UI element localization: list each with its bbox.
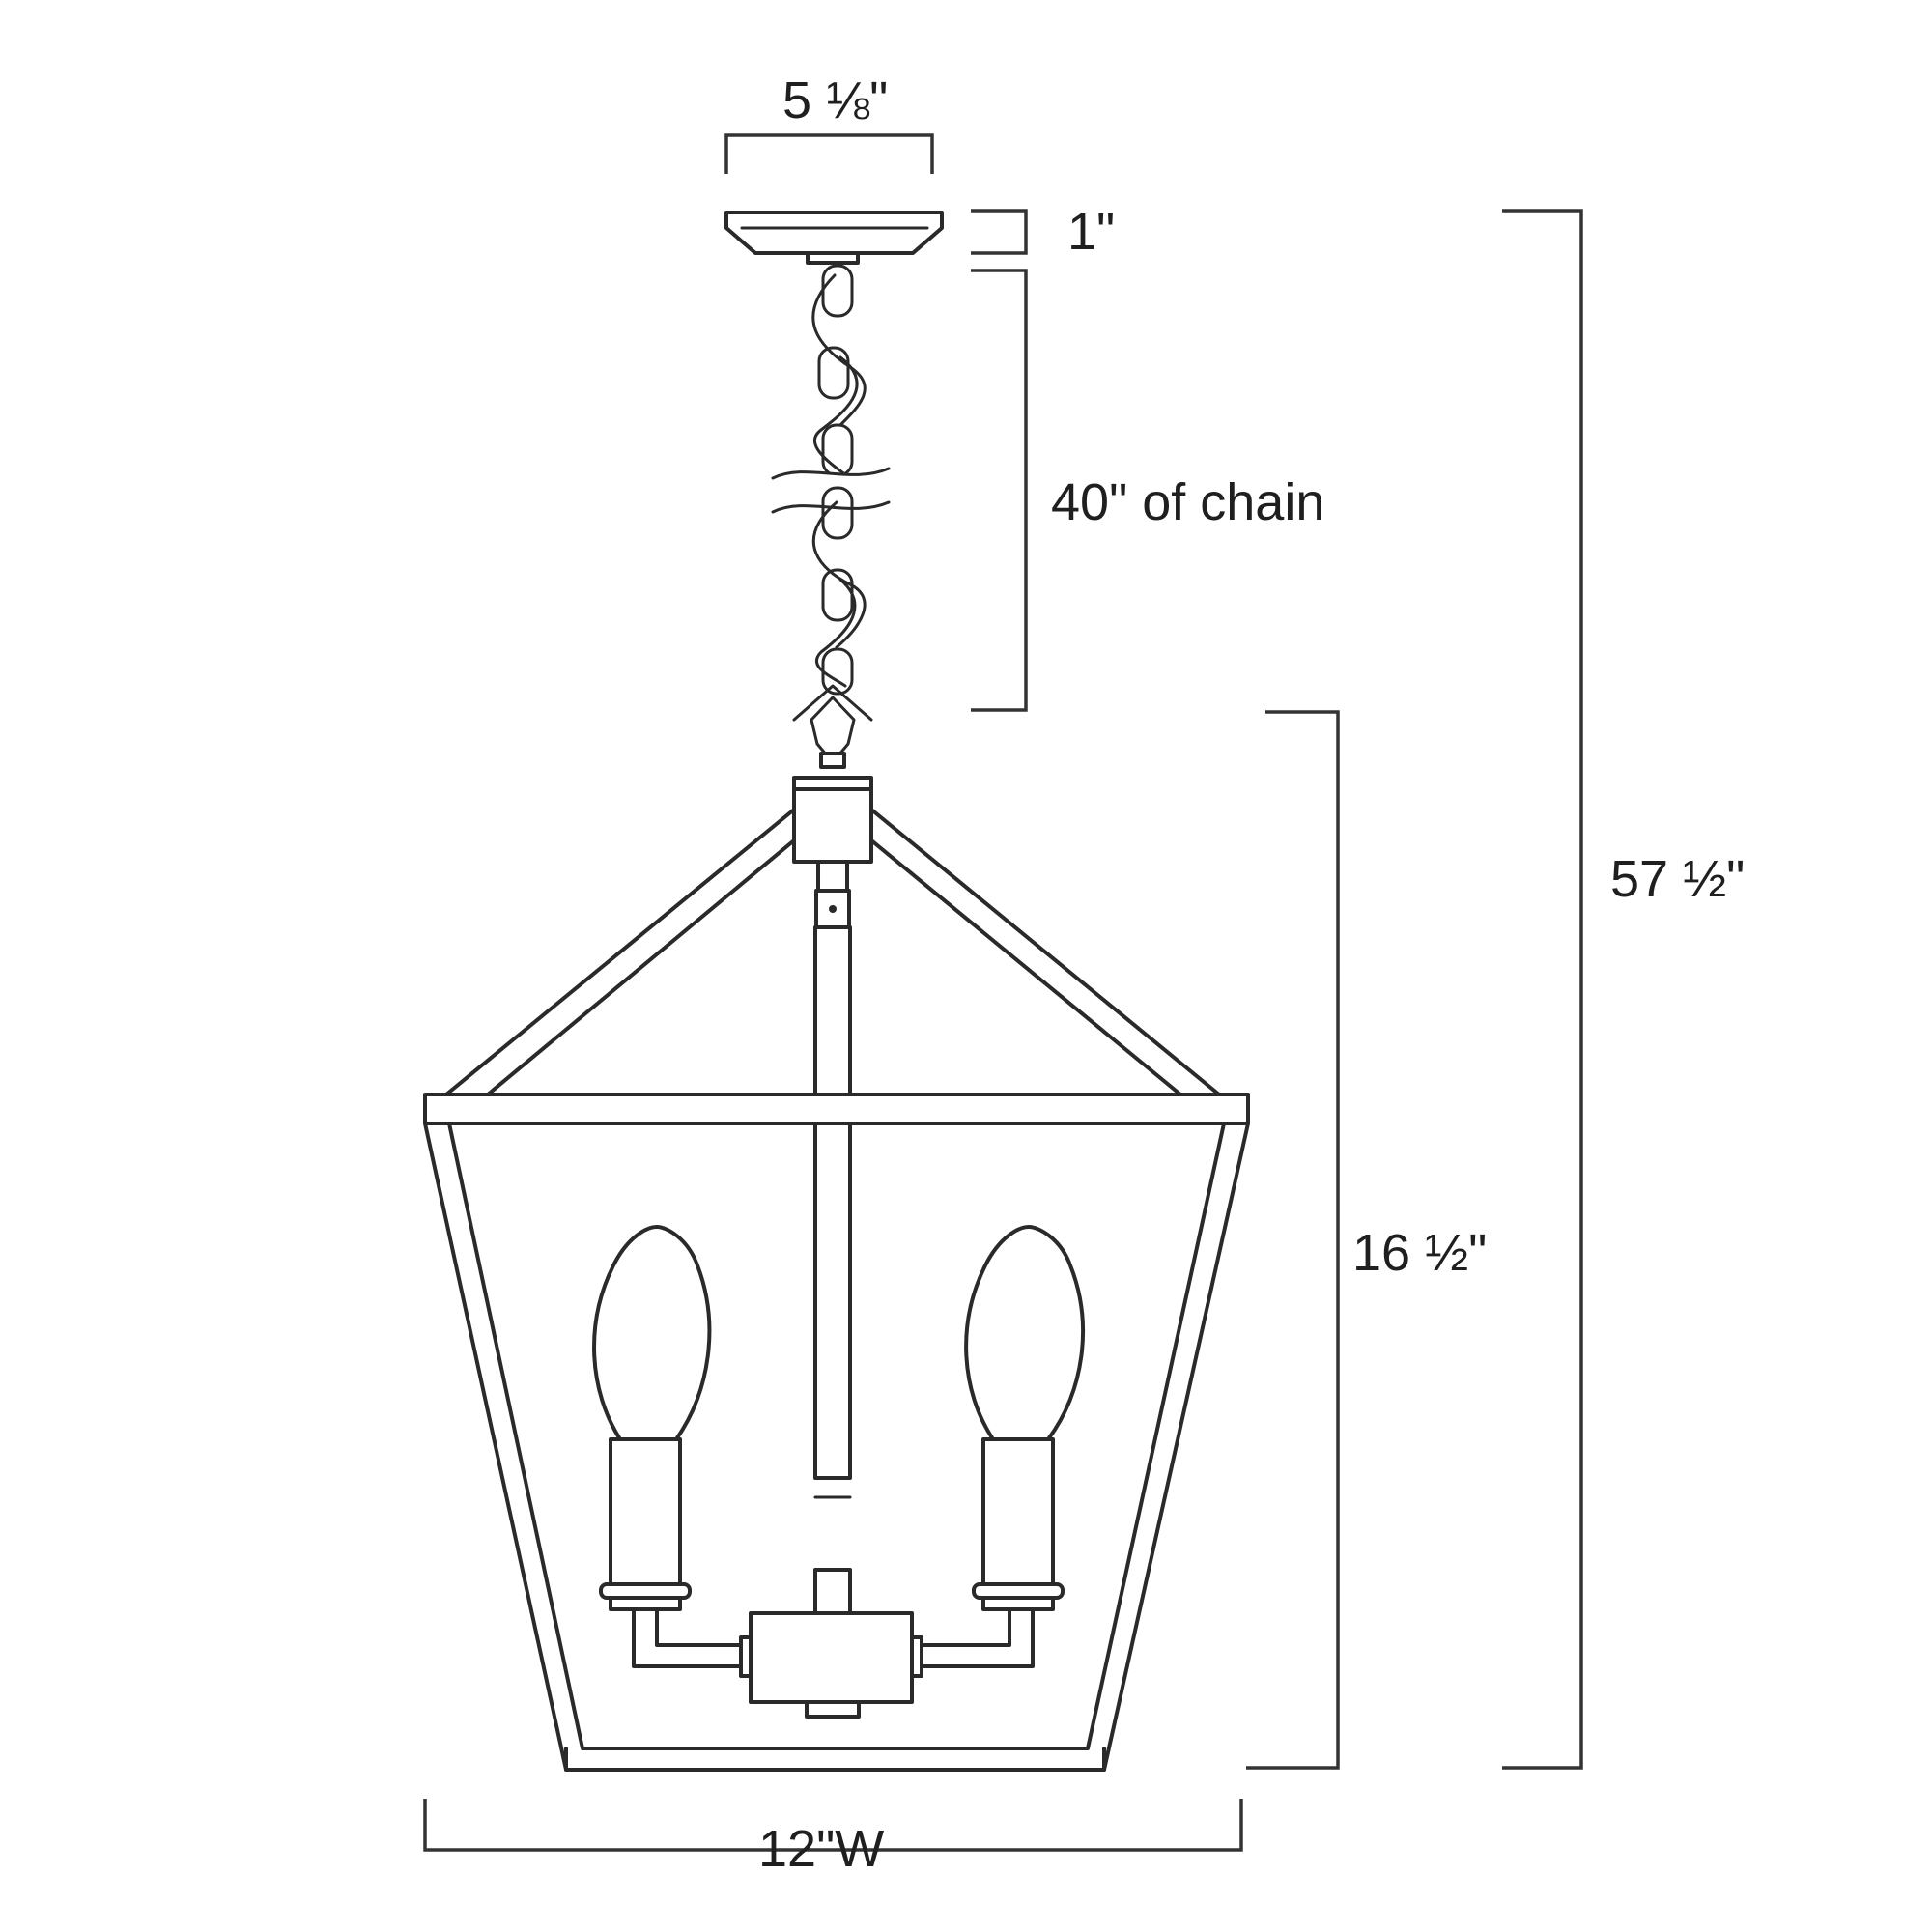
left-candle <box>592 1225 712 1611</box>
body-height-label: 16 ½" <box>1352 1224 1487 1282</box>
canopy-width-bracket <box>724 133 934 174</box>
lantern-frame <box>423 808 1250 1772</box>
canopy-height-label: 1" <box>1067 203 1115 261</box>
chain-length-label: 40" of chain <box>1051 473 1324 531</box>
canopy-width-label: 5 ⅛" <box>782 71 888 129</box>
body-height-bracket <box>1246 710 1340 1770</box>
body-width-bracket <box>423 1799 1243 1852</box>
right-candle <box>964 1225 1085 1611</box>
center-column <box>739 776 923 1719</box>
canopy-height-bracket <box>971 209 1028 255</box>
chain <box>771 264 891 769</box>
overall-height-label: 57 ½" <box>1610 850 1745 908</box>
body-width-label: 12"W <box>758 1820 884 1878</box>
chain-length-bracket <box>971 269 1028 712</box>
candle-arms <box>632 1606 1035 1668</box>
overall-height-bracket <box>1502 209 1583 1770</box>
ceiling-canopy <box>724 211 944 265</box>
